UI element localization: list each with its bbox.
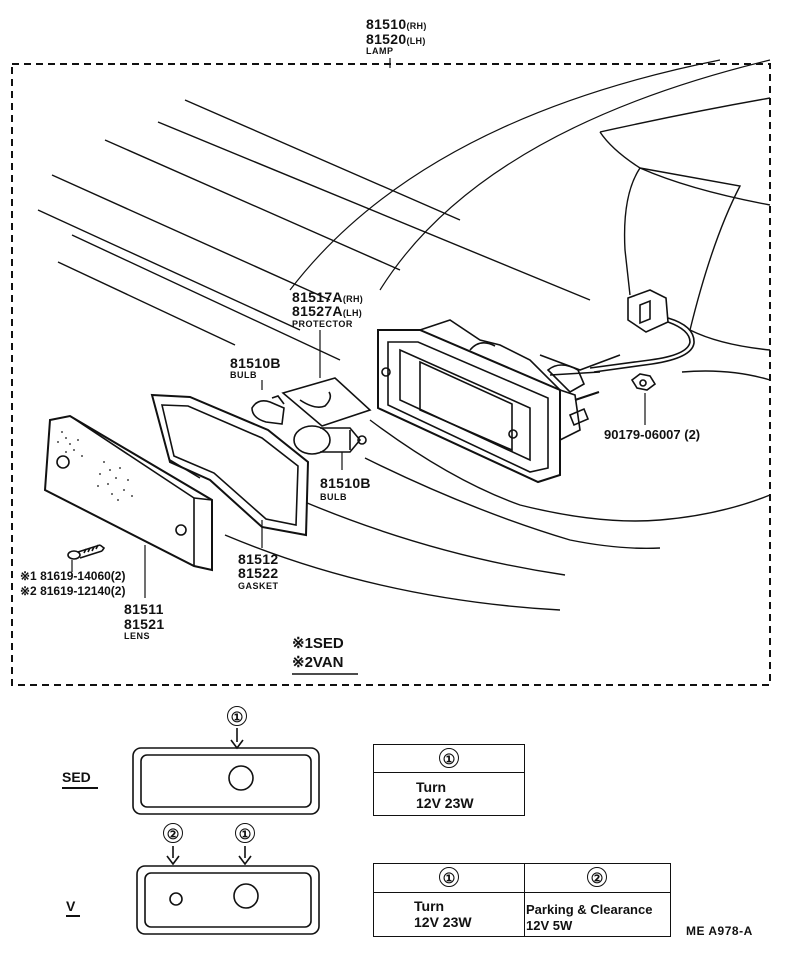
nut xyxy=(630,373,657,425)
van-parking-spec: 12V 5W xyxy=(526,918,573,933)
large-bulb-caption: BULB xyxy=(320,492,347,502)
lens-part-number-b: 81521 xyxy=(124,616,165,632)
sed-turn-label: Turn xyxy=(416,779,447,795)
lamp-part-number-rh: 81510(RH) xyxy=(366,16,427,32)
van-bulb-2-badge: ② xyxy=(163,823,183,843)
gasket-part-number-b: 81522 xyxy=(238,565,279,581)
screw xyxy=(67,544,106,572)
nut-part-number: 90179-06007 (2) xyxy=(604,427,701,442)
sed-table-header-badge: ① xyxy=(439,748,459,768)
lamp-part-number-lh: 81520(LH) xyxy=(366,31,426,47)
screw-part-number-sed: ※1 81619-14060(2) xyxy=(20,569,126,583)
van-arrow-2-icon xyxy=(166,846,180,866)
van-label: V xyxy=(66,899,80,917)
van-bulb-2-marker: ② xyxy=(163,823,183,843)
screw-part-number-van: ※2 81619-12140(2) xyxy=(20,584,126,598)
small-bulb-caption: BULB xyxy=(230,370,257,380)
gasket xyxy=(150,393,310,548)
sed-table-header: ① xyxy=(374,745,524,773)
small-bulb-part-number: 81510B xyxy=(230,355,281,371)
gasket-part-number-a: 81512 xyxy=(238,551,279,567)
lamp-housing xyxy=(377,319,621,484)
van-parking-label: Parking & Clearance xyxy=(526,902,653,917)
van-table-header-1: ① xyxy=(374,867,524,888)
lamp-caption: LAMP xyxy=(366,46,394,56)
van-table-header-2-badge: ② xyxy=(587,867,607,887)
legend-sedan: ※1SED xyxy=(292,635,344,652)
sed-bulb-table: ① Turn 12V 23W xyxy=(373,744,525,816)
sed-turn-spec: 12V 23W xyxy=(416,795,474,811)
protector-part-number-lh: 81527A(LH) xyxy=(292,303,363,319)
van-table-header-1-badge: ① xyxy=(439,867,459,887)
large-bulb-part-number: 81510B xyxy=(320,475,371,491)
protector-part-number-rh: 81517A(RH) xyxy=(292,289,364,305)
drawing-code: ME A978-A xyxy=(686,924,753,938)
gasket-caption: GASKET xyxy=(238,581,279,591)
large-bulb xyxy=(293,425,367,470)
sed-bulb-marker: ① xyxy=(227,706,247,726)
van-arrow-1-icon xyxy=(238,846,252,866)
lens xyxy=(43,414,213,598)
car-body-lines xyxy=(37,59,771,611)
protector xyxy=(281,330,372,427)
van-table-cell-1: Turn 12V 23W xyxy=(414,898,472,930)
van-table-cell-2: Parking & Clearance 12V 5W xyxy=(526,902,652,934)
protector-caption: PROTECTOR xyxy=(292,319,353,329)
sed-label: SED xyxy=(62,770,98,789)
van-bulb-1-marker: ① xyxy=(235,823,255,843)
connector xyxy=(589,289,695,373)
legend-van: ※2VAN xyxy=(292,654,344,671)
diagram-frame xyxy=(11,63,771,686)
van-table-header-2: ② xyxy=(524,867,670,888)
van-bulb-1-badge: ① xyxy=(235,823,255,843)
small-bulb xyxy=(251,380,285,425)
van-bulb-table: ① ② Turn 12V 23W Parking & Clearance 12V… xyxy=(373,863,671,937)
van-turn-label: Turn xyxy=(414,898,445,914)
sed-bulb-1-badge: ① xyxy=(227,706,247,726)
lens-caption: LENS xyxy=(124,631,151,641)
sed-table-cell: Turn 12V 23W xyxy=(374,773,524,811)
lens-part-number-a: 81511 xyxy=(124,601,164,617)
van-turn-spec: 12V 23W xyxy=(414,914,472,930)
